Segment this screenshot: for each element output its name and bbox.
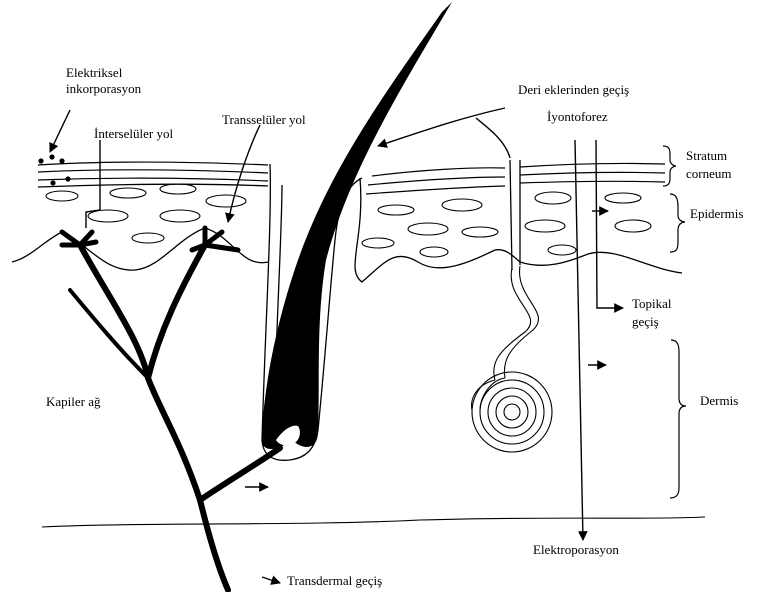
label-electroporation: Elektroporasyon bbox=[533, 542, 619, 557]
label-topical-2: geçiş bbox=[632, 314, 659, 329]
label-transcellular: Transselüler yol bbox=[222, 112, 306, 127]
capillary-network bbox=[62, 228, 280, 590]
layer-brackets bbox=[663, 146, 686, 498]
particle-dots bbox=[38, 154, 70, 185]
label-capillary: Kapiler ağ bbox=[46, 394, 101, 409]
sweat-gland bbox=[472, 266, 552, 452]
labels: Elektriksel inkorporasyon İnterselüler y… bbox=[46, 65, 743, 588]
label-stratum-2: corneum bbox=[686, 166, 731, 181]
label-dermis: Dermis bbox=[700, 393, 738, 408]
label-appendageal: Deri eklerinden geçiş bbox=[518, 82, 629, 97]
label-topical-1: Topikal bbox=[632, 296, 672, 311]
label-transdermal: Transdermal geçiş bbox=[287, 573, 382, 588]
epidermis-outline bbox=[12, 160, 682, 460]
label-stratum-1: Stratum bbox=[686, 148, 727, 163]
label-electroincorporation-2: inkorporasyon bbox=[66, 81, 142, 96]
label-epidermis: Epidermis bbox=[690, 206, 743, 221]
label-intercellular: İnterselüler yol bbox=[94, 126, 173, 141]
dermis-bottom-boundary bbox=[42, 517, 705, 527]
label-iontophoresis: İyontoforez bbox=[547, 109, 608, 124]
hair-follicle bbox=[262, 2, 452, 449]
epidermal-cells bbox=[46, 184, 651, 257]
label-electroincorporation-1: Elektriksel bbox=[66, 65, 123, 80]
